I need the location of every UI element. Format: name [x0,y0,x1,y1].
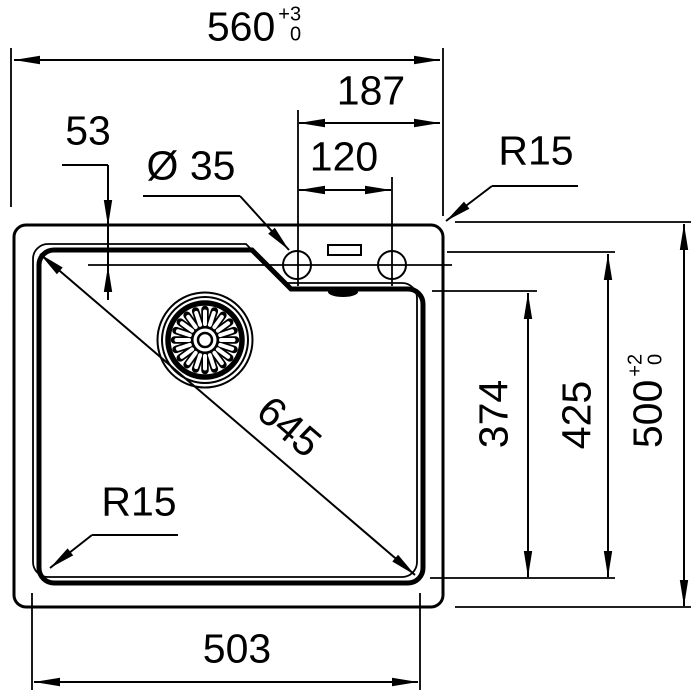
dim-overall-depth: 500 +2 0 [624,353,671,449]
sink-outer-rim [12,223,445,609]
dim-bowl-depth-front: 374 [470,379,517,449]
drain-strainer [156,291,254,389]
dim-overall-depth-tolerance: +2 0 [624,353,667,377]
dimension-lines [10,48,691,690]
dim-bowl-width: 503 [202,625,272,672]
strainer-center-hole [196,331,214,349]
dim-hole-centerline-offset: 53 [65,107,111,154]
strainer-slots [170,305,240,375]
dim-bowl-depth-full: 425 [553,380,600,450]
dim-overall-width-value: 560 [206,3,276,50]
dimension-arrowheads [14,55,689,687]
dim-overall-width-tolerance: +3 0 [278,3,302,46]
dim-hole-spacing: 120 [309,133,379,180]
dim-hole-diameter: Ø 35 [146,142,236,189]
bowl-outline [36,247,426,586]
dim-hole-offset-right: 187 [336,67,406,114]
tap-slot [327,244,362,256]
dim-overall-depth-value: 500 [624,379,671,449]
dim-bowl-corner-radius: R15 [101,478,177,525]
dim-overall-width: 560 +3 0 [206,3,302,50]
dim-outer-corner-radius: R15 [498,127,574,174]
overflow-mark [328,287,358,297]
